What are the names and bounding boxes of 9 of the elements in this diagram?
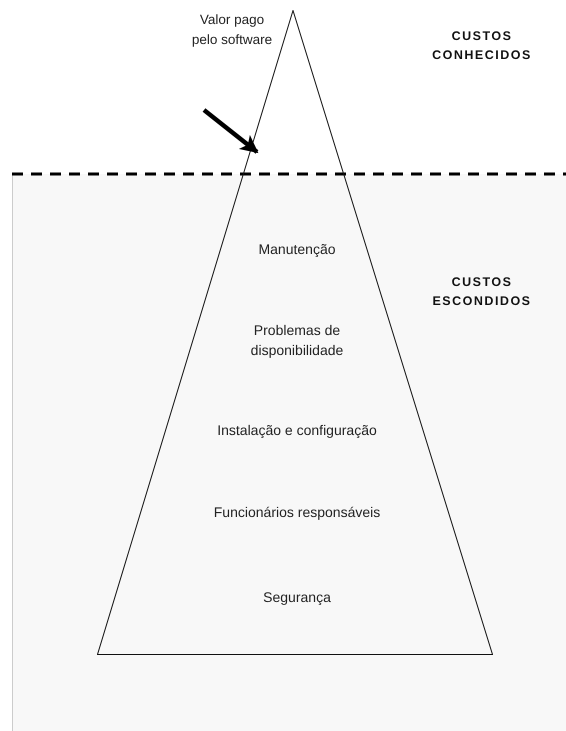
cost-item-text: Manutenção	[258, 240, 336, 259]
section-heading: CUSTOS CONHECIDOS	[431, 28, 533, 64]
cost-item-text: Segurança	[263, 588, 331, 607]
section-heading: CUSTOS ESCONDIDOS	[431, 274, 533, 310]
arrow	[202, 108, 258, 154]
cost-item-text: Funcionários responsáveis	[214, 503, 380, 522]
cost-item-text: Instalação e configuração	[217, 421, 377, 440]
cost-item-text: Problemas de disponibilidade	[250, 321, 344, 360]
annotation-text: Valor pago pelo software	[190, 11, 274, 49]
